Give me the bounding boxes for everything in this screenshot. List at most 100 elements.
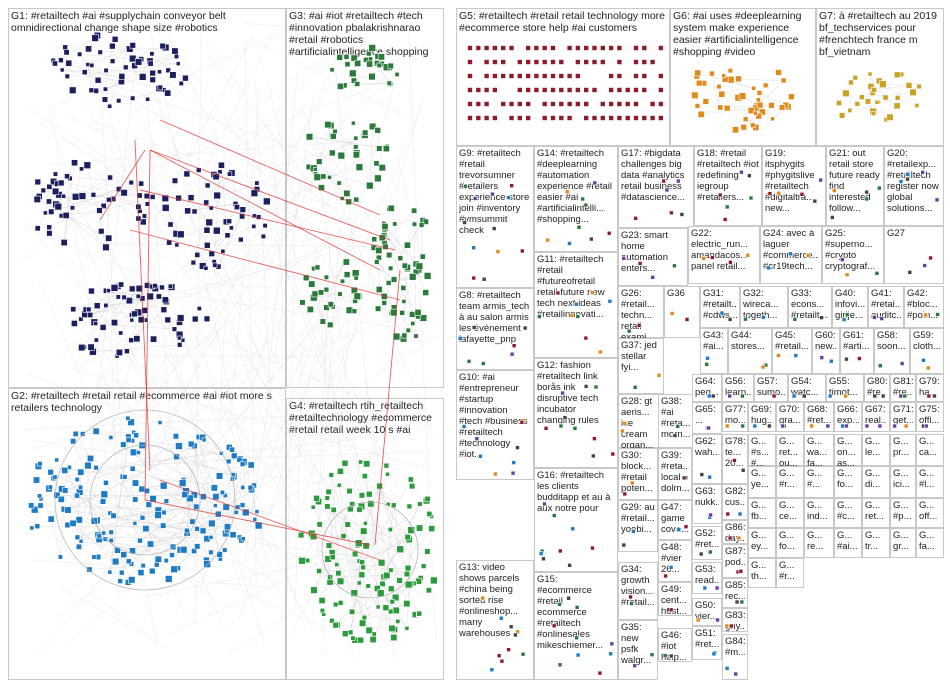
group-cell-g65[interactable]: G65: ... (692, 402, 722, 434)
group-cell-g77[interactable]: G77: mo... (722, 402, 748, 432)
group-cell-g6[interactable]: G6: #ai uses #deeplearning system make e… (670, 8, 816, 146)
group-cell-gx24[interactable]: G... re... (804, 528, 834, 558)
group-cell-gx6[interactable]: G... pr... (890, 434, 916, 466)
group-cell-g36[interactable]: G36 (664, 286, 700, 338)
group-cell-g18[interactable]: G18: #retail #retailtech #iot redefining… (694, 146, 762, 226)
group-cell-g47[interactable]: G47: game cova... (658, 500, 692, 540)
group-cell-g46[interactable]: G46: #iot help... (658, 628, 692, 663)
group-cell-g1[interactable]: G1: #retailtech #ai #supplychain conveyo… (8, 8, 286, 388)
group-cell-g2[interactable]: G2: #retailtech #retail retail #ecommerc… (8, 388, 286, 680)
group-cell-g38[interactable]: G38: #ai #reta... morn... (658, 394, 696, 448)
group-cell-g86[interactable]: G86: day... (722, 520, 748, 544)
group-cell-gx7[interactable]: G... ca... (916, 434, 944, 466)
group-cell-g40[interactable]: G40: infovi... girije... (832, 286, 868, 328)
group-cell-gx4[interactable]: G... on... as... (834, 434, 862, 469)
group-cell-g4[interactable]: G4: #retailtech rtih_retailtech #retailt… (286, 398, 444, 680)
group-cell-gx13[interactable]: G... ici... (890, 466, 916, 498)
group-cell-gx3[interactable]: G... wa... fa... (804, 434, 834, 469)
group-cell-g64[interactable]: G64: peq... (692, 374, 722, 402)
group-cell-g33[interactable]: G33: econs... #retailt... (788, 286, 832, 328)
group-cell-g56[interactable]: G56: learn... (722, 374, 754, 402)
group-cell-g61[interactable]: G61: #arti... (840, 328, 874, 374)
group-cell-g85[interactable]: G85: rec... (722, 578, 748, 608)
group-cell-gx19[interactable]: G... ret... (862, 498, 890, 528)
group-cell-gx2[interactable]: G... ret... ou... (776, 434, 804, 469)
group-cell-g62[interactable]: G62: wah... (692, 434, 722, 484)
group-cell-g53[interactable]: G53: read... (692, 562, 722, 594)
group-cell-g79[interactable]: G79: ha... (916, 374, 944, 402)
group-cell-g20[interactable]: G20: #retailexp... #retailtech register … (884, 146, 944, 226)
group-cell-g50[interactable]: G50: vier... (692, 598, 722, 626)
group-cell-g28[interactable]: G28: gt aeris... ice cream organ... (618, 394, 662, 451)
group-cell-g21[interactable]: G21: out retail store future ready find … (826, 146, 884, 226)
group-cell-g34[interactable]: G34: growth vision... #retail... (618, 562, 658, 620)
group-cell-gx1[interactable]: G... #s... #... (748, 434, 776, 469)
group-cell-g19[interactable]: G19: itsphygits #phygitslive #retailtech… (762, 146, 826, 226)
group-cell-g49[interactable]: G49: cent... host... (658, 582, 692, 617)
group-cell-g30[interactable]: G30: block... #retail poten... (618, 448, 658, 500)
group-cell-g37[interactable]: G37: jed stellar fyi... (618, 338, 664, 394)
group-cell-g32[interactable]: G32: wireca... togeth... (740, 286, 788, 328)
group-cell-g48[interactable]: G48: #vier 26... (658, 540, 692, 582)
group-cell-g78[interactable]: G78: te... 20... (722, 434, 748, 484)
group-cell-gx30[interactable]: G... #r... (776, 558, 804, 588)
group-cell-g24[interactable]: G24: avec à laguer #commerce... #cr19tec… (760, 226, 822, 284)
group-cell-gx27[interactable]: G... gr... (890, 528, 916, 558)
group-cell-g8[interactable]: G8: #retailtech team armis_tech à au sal… (456, 288, 534, 370)
group-cell-gx11[interactable]: G... fo... (834, 466, 862, 498)
group-cell-g58[interactable]: G58: soon... (874, 328, 910, 374)
group-cell-g59[interactable]: G59: cloth... (910, 328, 944, 374)
group-cell-g27[interactable]: G27 (884, 226, 944, 284)
group-cell-g67[interactable]: G67: real... (862, 402, 890, 432)
group-cell-gx26[interactable]: G... tr... (862, 528, 890, 558)
group-cell-g26[interactable]: G26: #retail... techn... retail exami... (618, 286, 664, 343)
group-cell-gx9[interactable]: G... #r... (776, 466, 804, 498)
group-cell-g3[interactable]: G3: #ai #iot #retailtech #tech #innovati… (286, 8, 444, 388)
group-cell-g42[interactable]: G42: #bloc... #poin... (904, 286, 944, 328)
group-cell-g75[interactable]: G75: offi... (916, 402, 944, 432)
group-cell-g54[interactable]: G54: watc... (788, 374, 826, 402)
group-cell-g29[interactable]: G29: au #retail... yoobi... (618, 500, 658, 552)
group-cell-gx23[interactable]: G... fo... (776, 528, 804, 558)
group-cell-gx8[interactable]: G... ye... (748, 466, 776, 498)
group-cell-g83[interactable]: G83: gny... (722, 608, 748, 632)
group-cell-g22[interactable]: G22: electric_run... amandacos... panel … (688, 226, 760, 284)
group-cell-gx21[interactable]: G... off... (916, 498, 944, 528)
group-cell-g55[interactable]: G55: timot... (826, 374, 864, 402)
group-cell-g9[interactable]: G9: #retailtech #retail trevorsumner #re… (456, 146, 534, 288)
group-cell-g51[interactable]: G51: #ret... (692, 626, 722, 660)
group-cell-g43[interactable]: G43: #ai... (700, 328, 728, 374)
group-cell-g41[interactable]: G41: #retai... auditc... (868, 286, 904, 328)
group-cell-gx20[interactable]: G... #p... (890, 498, 916, 528)
group-cell-g11[interactable]: G11: #retailtech #retail #futureofretail… (534, 252, 618, 358)
group-cell-g45[interactable]: G45: #retail... (772, 328, 812, 374)
group-cell-g82[interactable]: G82: cus... (722, 484, 748, 520)
group-cell-g7[interactable]: G7: à #retailtech au 2019 bf_techservice… (816, 8, 944, 146)
group-cell-g44[interactable]: G44: stores... (728, 328, 772, 374)
group-cell-g66[interactable]: G66: exp... (834, 402, 862, 432)
group-cell-gx25[interactable]: G... #ai... (834, 528, 862, 558)
group-cell-g68[interactable]: G68: #ret... (804, 402, 834, 432)
group-cell-g80[interactable]: G80: #re... (864, 374, 890, 402)
group-cell-gx18[interactable]: G... #c... (834, 498, 862, 528)
group-cell-gx28[interactable]: G... fa... (916, 528, 944, 558)
group-cell-g31[interactable]: G31: #retailt... #cdws... (700, 286, 740, 328)
group-cell-g25[interactable]: G25: #superno... #crypto cryptograf... (822, 226, 884, 284)
group-cell-g39[interactable]: G39: #reta... local dolm... (658, 448, 692, 500)
group-cell-g17[interactable]: G17: #bigdata challenges big data #analy… (618, 146, 694, 228)
group-cell-g84[interactable]: G84: #m... (722, 634, 748, 680)
group-cell-gx15[interactable]: G... fb... (748, 498, 776, 528)
group-cell-g14[interactable]: G14: #retailtech #deeplearning #automati… (534, 146, 618, 252)
group-cell-g60[interactable]: G60: new... (812, 328, 840, 374)
group-cell-gx12[interactable]: G... di... (862, 466, 890, 498)
group-cell-g13[interactable]: G13: video shows parcels #china being so… (456, 560, 534, 680)
group-cell-g69[interactable]: G69: hug... (748, 402, 776, 432)
group-cell-gx10[interactable]: G... #... (804, 466, 834, 498)
group-cell-g5[interactable]: G5: #retailtech #retail retail technolog… (456, 8, 670, 146)
group-cell-g35[interactable]: G35: new psfk walgr... (618, 620, 658, 680)
group-cell-g87[interactable]: G87: pod... (722, 544, 748, 578)
group-cell-g81[interactable]: G81: #re... (890, 374, 916, 402)
group-cell-g10[interactable]: G10: #ai #entrepreneur #startup #innovat… (456, 370, 534, 480)
group-cell-gx29[interactable]: G... th... (748, 558, 776, 588)
group-cell-gx22[interactable]: G... ey... (748, 528, 776, 558)
